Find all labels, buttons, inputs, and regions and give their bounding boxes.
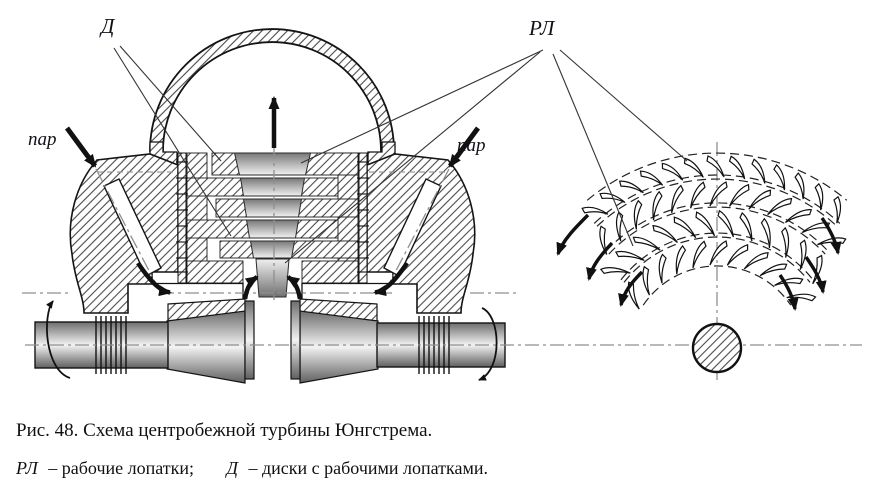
centerlines [22, 142, 862, 380]
seal-ticks-left [176, 161, 188, 273]
steam-inlet-arrow-right [447, 126, 481, 168]
figure-legend: РЛ – рабочие лопатки; Д – диски с рабочи… [16, 458, 488, 479]
steam-channel-right [383, 178, 442, 277]
label-steam-right: пар [457, 135, 486, 156]
leader-rl-4 [559, 49, 688, 162]
leader-lines [113, 45, 688, 264]
figure-caption: Рис. 48. Схема центробежной турбины Юнгс… [16, 420, 433, 441]
steam-channel-left [103, 178, 162, 277]
legend-term-d: Д [226, 458, 238, 478]
steam-flow-arrows [64, 96, 481, 300]
label-working-blades: РЛ [529, 16, 555, 40]
rotation-arrow-left [46, 300, 71, 379]
legend-def-d: – диски с рабочими лопатками. [248, 458, 489, 478]
disc-hub-right [290, 298, 379, 384]
seal-ticks-right [357, 161, 369, 273]
legend-def-rl: – рабочие лопатки; [48, 458, 195, 478]
rotation-arrow-right [478, 307, 498, 381]
disc-hub-left [166, 298, 255, 384]
label-steam-left: пар [28, 129, 57, 150]
cascade-arcs [586, 152, 848, 306]
blade-ring-stack [233, 152, 312, 298]
label-disks: Д [101, 14, 115, 38]
shaft-cross-section [691, 322, 743, 374]
steam-inlet-arrow-left [64, 126, 98, 168]
admission-notch [152, 282, 393, 301]
seal-wall-right [358, 152, 368, 284]
leader-rl-2 [284, 51, 541, 264]
leader-rl-1 [300, 49, 544, 164]
legend-term-rl: РЛ [16, 458, 38, 478]
turbine-diagram [22, 28, 862, 384]
cascade-blades [581, 155, 847, 310]
seal-wall-left [177, 152, 187, 284]
leader-d-1 [119, 45, 222, 162]
leader-d-2 [113, 47, 232, 237]
leader-rl-3 [552, 53, 634, 247]
cascade-motion-arrows [556, 213, 842, 311]
